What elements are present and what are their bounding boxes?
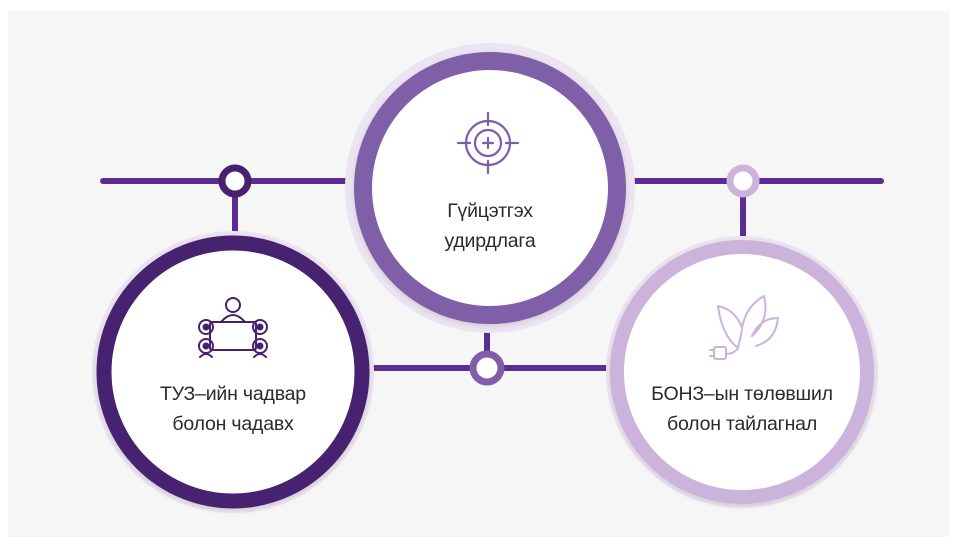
soe-development-label: БОНЗ–ын төлөвшил болон тайлагнал [632, 379, 852, 439]
soe-development-node [606, 236, 878, 508]
executive-management-label: Гүйцэтгэх удирдлага [390, 196, 590, 256]
executive-management-node [345, 43, 635, 333]
leaf-plug-icon [709, 295, 779, 360]
board-capacity-label-line2: болон чадавх [172, 413, 294, 435]
soe-development-label-line1: БОНЗ–ын төлөвшил [651, 383, 833, 405]
board-capacity-label: ТУЗ–ийн чадвар болон чадавх [133, 379, 333, 439]
bottom-junction-node [469, 350, 505, 386]
right-junction-node [726, 164, 760, 198]
executive-management-label-line2: удирдлага [444, 230, 536, 252]
left-junction-node [218, 164, 252, 198]
target-crosshair-icon [456, 111, 520, 175]
executive-management-label-line1: Гүйцэтгэх [447, 200, 533, 222]
board-capacity-node [92, 231, 374, 513]
soe-development-label-line2: болон тайлагнал [667, 413, 817, 435]
board-capacity-label-line1: ТУЗ–ийн чадвар [160, 383, 306, 405]
board-network-icon [198, 297, 268, 358]
